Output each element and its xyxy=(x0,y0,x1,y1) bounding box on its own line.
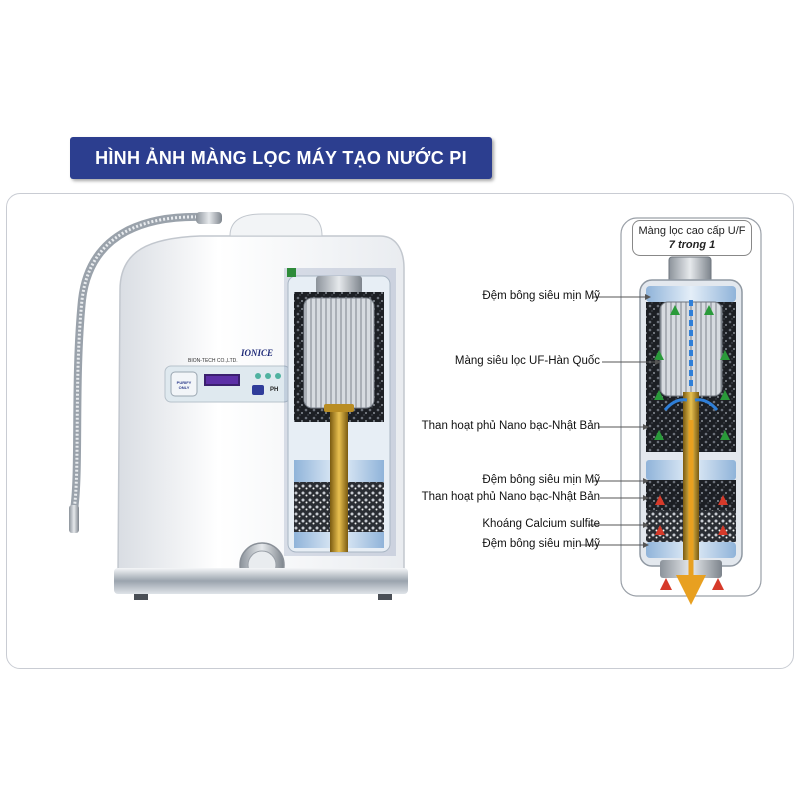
layer-label-carbon-upper: Than hoạt phủ Nano bạc-Nhật Bản xyxy=(421,420,600,432)
leader-lines xyxy=(580,294,661,548)
layer-label-carbon-lower: Than hoạt phủ Nano bạc-Nhật Bản xyxy=(421,491,600,503)
layer-label-uf-membrane: Màng siêu lọc UF-Hàn Quốc xyxy=(454,355,600,367)
layer-label-cotton-mid: Đệm bông siêu mịn Mỹ xyxy=(482,474,600,486)
device-maker-text: BION-TECH CO.,LTD. xyxy=(188,358,238,364)
layer-label-cotton-top: Đệm bông siêu mịn Mỹ xyxy=(482,290,600,302)
page-title: HÌNH ẢNH MÀNG LỌC MÁY TẠO NƯỚC PI xyxy=(70,137,492,179)
layer-label-cotton-bottom: Đệm bông siêu mịn Mỹ xyxy=(482,538,600,550)
water-ionizer-device xyxy=(69,212,408,600)
device-base xyxy=(114,568,408,594)
callout-subtitle: 7 trong 1 xyxy=(668,239,716,251)
device-filter-cutaway xyxy=(294,276,384,552)
purify-button xyxy=(170,371,198,397)
ph-label: PH xyxy=(270,387,279,393)
filter-top-cap xyxy=(668,256,712,284)
filter-cartridge-diagram xyxy=(620,217,762,605)
callout-title: Màng lọc cao cấp U/F xyxy=(638,225,746,237)
purify-button-label: PURIFY ONLY xyxy=(176,380,192,390)
spout-tip xyxy=(69,505,79,533)
filter-callout: Màng lọc cao cấp U/F 7 trong 1 xyxy=(632,220,752,256)
device-brand-logo: IONICE xyxy=(241,348,274,358)
layer-label-mineral: Khoáng Calcium sulfite xyxy=(482,518,600,530)
